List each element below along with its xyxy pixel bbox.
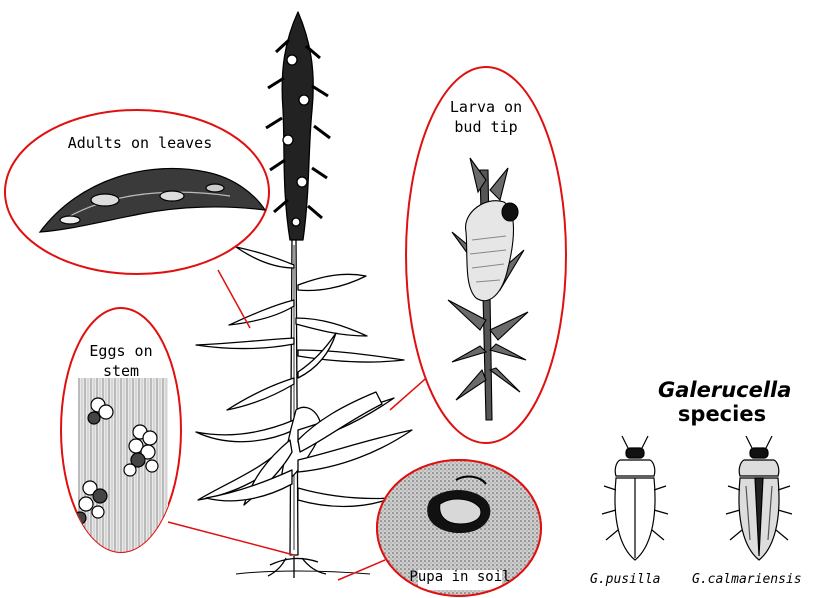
- eggs-on-stem-drawing: [74, 378, 168, 553]
- pupa-label: Pupa in soil: [405, 568, 515, 587]
- g-calmariensis-beetle-drawing: [726, 436, 792, 560]
- flower-spike: [266, 12, 330, 240]
- leader-adults: [218, 270, 250, 328]
- adults-label: Adults on leaves: [50, 134, 230, 153]
- loosestrife-plant: [196, 12, 412, 578]
- species-heading-word: species: [658, 402, 786, 426]
- eggs-label-line2: stem: [76, 362, 166, 381]
- species-caption-calmariensis: G.calmariensis: [692, 572, 802, 587]
- species-caption-pusilla: G.pusilla: [590, 572, 660, 587]
- species-heading-genus: Galerucella: [658, 378, 786, 402]
- leader-eggs: [168, 522, 294, 555]
- g-pusilla-beetle-drawing: [602, 436, 668, 560]
- leader-pupa: [338, 560, 385, 580]
- eggs-label-line1: Eggs on: [76, 342, 166, 361]
- larva-label-line1: Larva on: [436, 98, 536, 117]
- larva-label-line2: bud tip: [436, 118, 536, 137]
